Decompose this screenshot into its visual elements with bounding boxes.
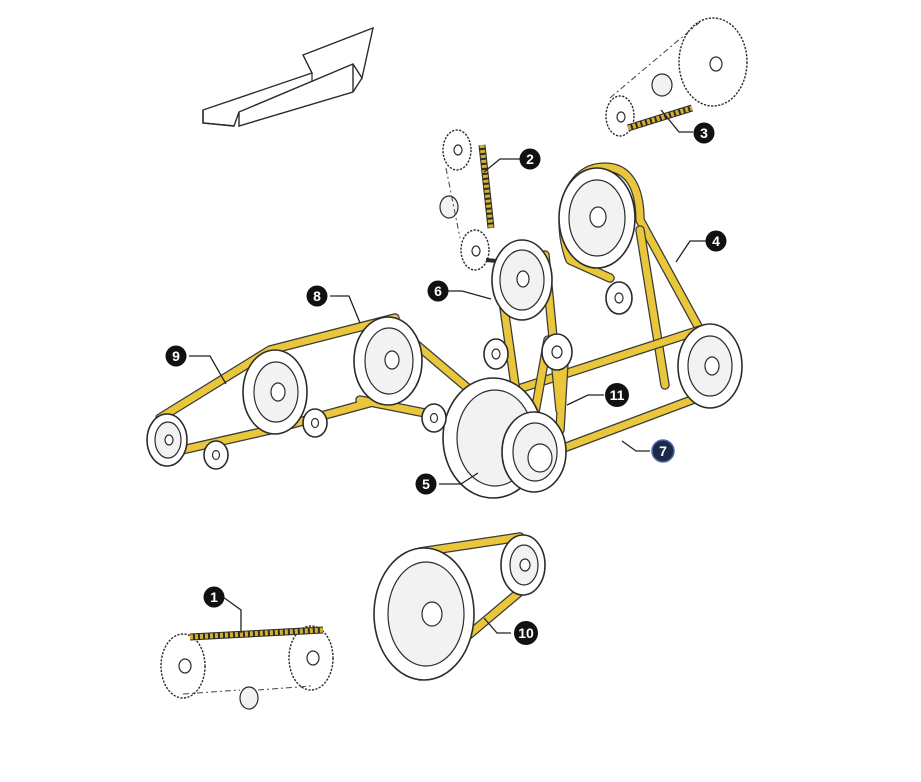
callout-3: 3 [693,122,715,144]
callout-10: 10 [514,621,538,645]
callout-label: 4 [712,233,720,249]
callout-2: 2 [519,148,541,170]
callout-label: 6 [434,283,442,299]
callout-label: 3 [700,125,708,141]
sprocket-assembly-3 [605,17,748,137]
callout-9: 9 [165,345,187,367]
sprocket-assembly-1 [160,625,334,710]
callout-label: 5 [422,476,430,492]
callout-label: 1 [210,589,218,605]
callout-8: 8 [306,285,328,307]
callout-11: 11 [605,383,629,407]
callout-label: 8 [313,288,321,304]
callout-label: 2 [526,151,534,167]
callout-1: 1 [203,586,225,608]
main-belt-system [146,162,743,499]
callout-5: 5 [415,473,437,495]
callout-7: 7 [651,439,675,463]
direction-arrow-icon [202,26,374,127]
callout-4: 4 [705,230,727,252]
leader-lines [189,109,707,634]
callout-label: 7 [659,443,667,459]
callout-label: 10 [518,625,534,641]
callout-label: 9 [172,348,180,364]
belt-assembly-10 [373,532,546,681]
sprocket-assembly-2 [439,129,509,271]
callout-label: 11 [610,387,625,403]
callout-6: 6 [427,280,449,302]
